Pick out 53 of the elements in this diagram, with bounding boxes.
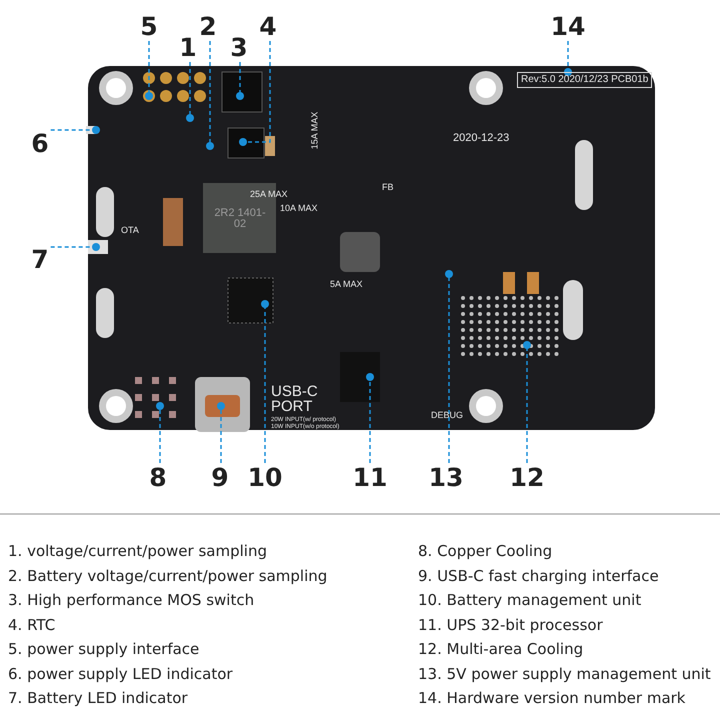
callout-number: 13 <box>428 465 464 490</box>
leader-line <box>445 270 453 463</box>
leader-line <box>156 402 164 463</box>
callout-number: 10 <box>248 465 282 490</box>
current-rating-marking: 10A MAX <box>280 204 318 213</box>
leader-line <box>206 41 214 150</box>
list-item: 5. power supply interface <box>8 641 200 658</box>
current-rating-marking: 25A MAX <box>250 190 288 199</box>
list-item: 10. Battery management unit <box>418 592 642 608</box>
callout-number: 9 <box>211 465 229 490</box>
callout-number: 6 <box>31 131 49 156</box>
callout-number: 3 <box>230 35 248 60</box>
list-item: 14. Hardware version number mark <box>418 690 686 706</box>
leader-line <box>236 62 244 100</box>
leader-line <box>50 243 100 251</box>
leader-line <box>50 126 100 134</box>
connector-marking: OTA <box>121 226 139 235</box>
leader-line <box>239 41 271 146</box>
callout-number: 11 <box>352 465 388 490</box>
callout-number: 5 <box>140 14 158 39</box>
component-marking: FB <box>382 183 394 192</box>
date-marking: 2020-12-23 <box>453 133 510 144</box>
list-item: 3. High performance MOS switch <box>8 592 254 608</box>
list-item: 6. power supply LED indicator <box>8 666 233 682</box>
callout-number: 8 <box>149 465 167 490</box>
leader-line <box>261 300 269 463</box>
leader-line <box>523 341 531 463</box>
callout-number: 14 <box>550 14 586 39</box>
callout-number: 12 <box>510 465 544 490</box>
callout-number: 1 <box>179 35 197 60</box>
leader-line <box>186 62 194 122</box>
leader-line <box>145 41 153 100</box>
list-item: 11. UPS 32-bit processor <box>418 616 603 633</box>
component-marking: 2R2 1401-02 <box>213 208 267 230</box>
leader-line <box>366 373 374 463</box>
current-rating-marking: 15A MAX <box>310 112 320 150</box>
list-item: 1. voltage/current/power sampling <box>8 543 267 560</box>
callout-number: 7 <box>31 247 49 272</box>
version-marking: Rev:5.0 2020/12/23 PCB01b <box>517 72 652 88</box>
port-marking: USB-C PORT <box>271 384 319 414</box>
list-item: 8. Copper Cooling <box>418 543 552 560</box>
list-item: 12. Multi-area Cooling <box>418 641 584 658</box>
list-item: 2. Battery voltage/current/power sampling <box>8 568 328 584</box>
list-item: 13. 5V power supply management unit <box>418 666 711 682</box>
leader-line <box>217 402 225 463</box>
callout-number: 4 <box>259 14 277 39</box>
list-item: 9. USB-C fast charging interface <box>418 568 659 584</box>
connector-marking: DEBUG <box>431 411 464 420</box>
callout-number: 2 <box>199 14 217 39</box>
leader-line <box>564 41 572 76</box>
current-rating-marking: 5A MAX <box>330 280 363 289</box>
list-item: 4. RTC <box>8 616 56 633</box>
list-item: 7. Battery LED indicator <box>8 690 188 706</box>
